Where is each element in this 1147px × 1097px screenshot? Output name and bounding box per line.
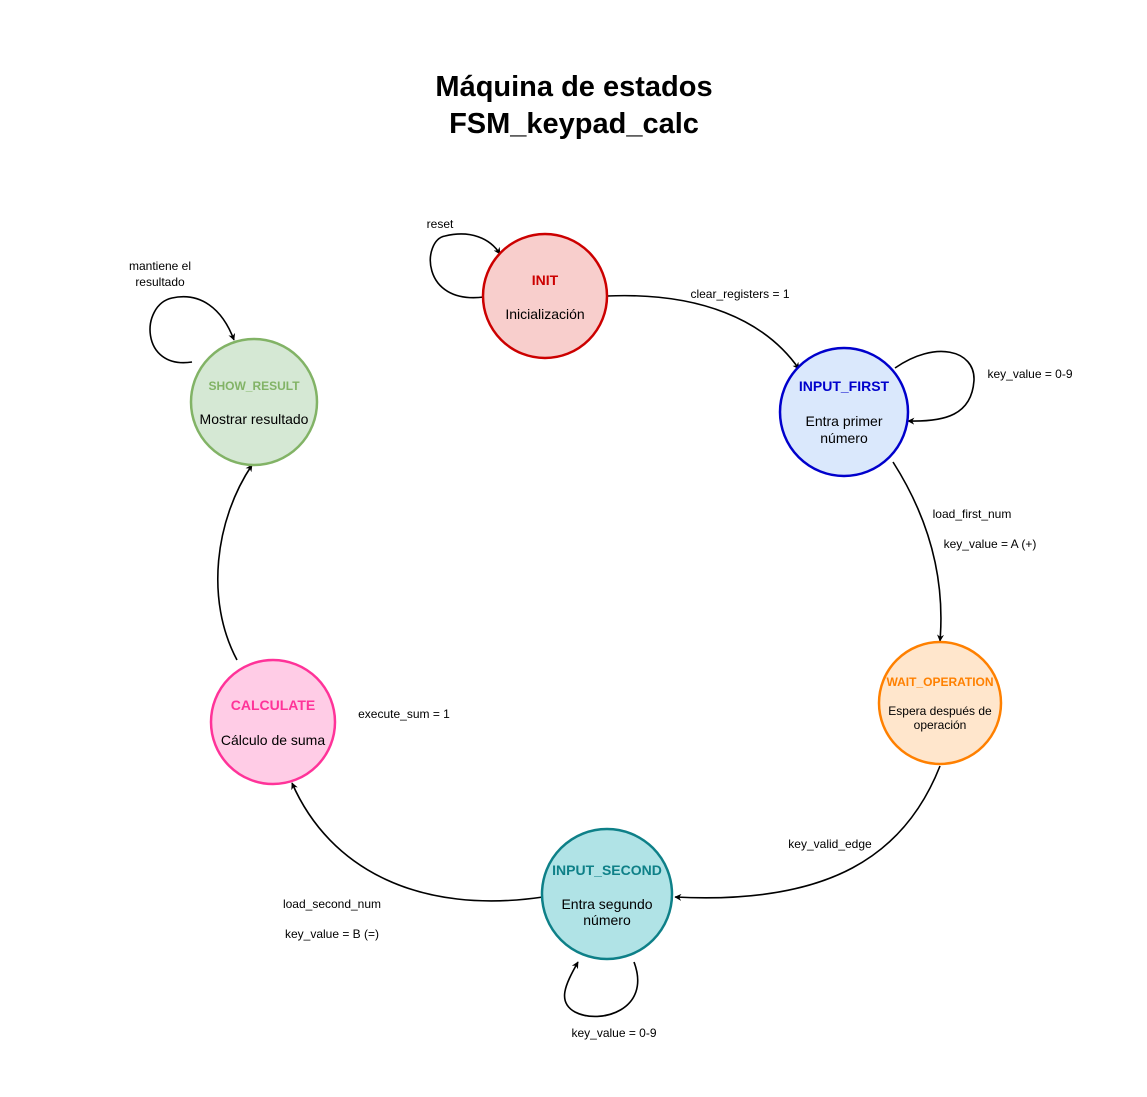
state-input-second[interactable]: INPUT_SECOND Entra segundo número [540,827,674,961]
state-show-result-circle [189,337,319,467]
label-reset: reset [427,217,454,231]
state-input-second-circle [540,827,674,961]
label-input-second-to-calculate: load_second_num key_value = B (=) [283,897,381,941]
label-input-second-self: key_value = 0-9 [571,1026,656,1040]
label-load-first-num: load_first_num [933,507,1012,521]
state-input-first-desc-line-2: número [820,430,868,446]
label-resultado: resultado [135,275,185,289]
label-key-value-0-9-second: key_value = 0-9 [571,1026,656,1040]
label-key-value-0-9-first: key_value = 0-9 [987,367,1072,381]
edge-wait-operation-to-input-second [674,765,941,901]
state-calculate-name: CALCULATE [231,697,316,713]
state-wait-operation-desc-line-1: Espera después de [888,704,992,718]
label-init-self: reset [427,217,454,231]
edge-input-first-to-wait-operation [892,461,945,642]
edge-init-self-loop [429,233,501,299]
state-init-circle [481,232,609,360]
state-calculate-circle [209,658,337,786]
state-wait-operation[interactable]: WAIT_OPERATION Espera después de operaci… [877,640,1003,766]
label-execute-sum: execute_sum = 1 [358,707,450,721]
state-input-second-desc-line-1: Entra segundo [561,896,652,912]
label-show-self: mantiene el resultado [129,259,191,289]
label-calculate-to-show: execute_sum = 1 [358,707,450,721]
edge-input-second-self-loop [563,961,639,1018]
label-mantiene-el: mantiene el [129,259,191,273]
label-key-value-b: key_value = B (=) [285,927,379,941]
label-key-value-a: key_value = A (+) [944,537,1037,551]
edge-input-second-to-calculate [291,782,544,902]
state-show-result-desc: Mostrar resultado [200,411,309,427]
diagram-title-line-1: Máquina de estados [435,71,712,103]
state-init[interactable]: INIT Inicialización [481,232,609,360]
edge-input-first-self-loop [894,350,975,425]
edge-init-to-input-first [606,294,800,370]
state-input-first-name: INPUT_FIRST [799,378,890,394]
state-wait-operation-name: WAIT_OPERATION [886,675,993,689]
state-show-result[interactable]: SHOW_RESULT Mostrar resultado [189,337,319,467]
label-key-valid-edge: key_valid_edge [788,837,872,851]
label-init-to-input-first: clear_registers = 1 [690,287,789,301]
state-input-second-name: INPUT_SECOND [552,862,662,878]
edge-calculate-to-show-result [217,464,253,661]
state-calculate-desc: Cálculo de suma [221,732,325,748]
state-show-result-name: SHOW_RESULT [208,379,300,393]
state-init-desc: Inicialización [505,306,584,322]
state-calculate[interactable]: CALCULATE Cálculo de suma [209,658,337,786]
label-input-first-self: key_value = 0-9 [987,367,1072,381]
state-input-first-circle [778,346,910,478]
state-wait-operation-desc-line-2: operación [914,718,967,732]
label-load-second-num: load_second_num [283,897,381,911]
label-clear-registers: clear_registers = 1 [690,287,789,301]
state-input-first[interactable]: INPUT_FIRST Entra primer número [778,346,910,478]
state-init-name: INIT [532,272,559,288]
label-wait-to-input-second: key_valid_edge [788,837,872,851]
label-input-first-to-wait: load_first_num key_value = A (+) [933,507,1037,551]
diagram-title-line-2: FSM_keypad_calc [449,108,699,140]
state-input-first-desc-line-1: Entra primer [805,413,882,429]
edge-show-result-self-loop [149,296,236,364]
state-wait-operation-circle [877,640,1003,766]
state-input-second-desc-line-2: número [583,912,631,928]
